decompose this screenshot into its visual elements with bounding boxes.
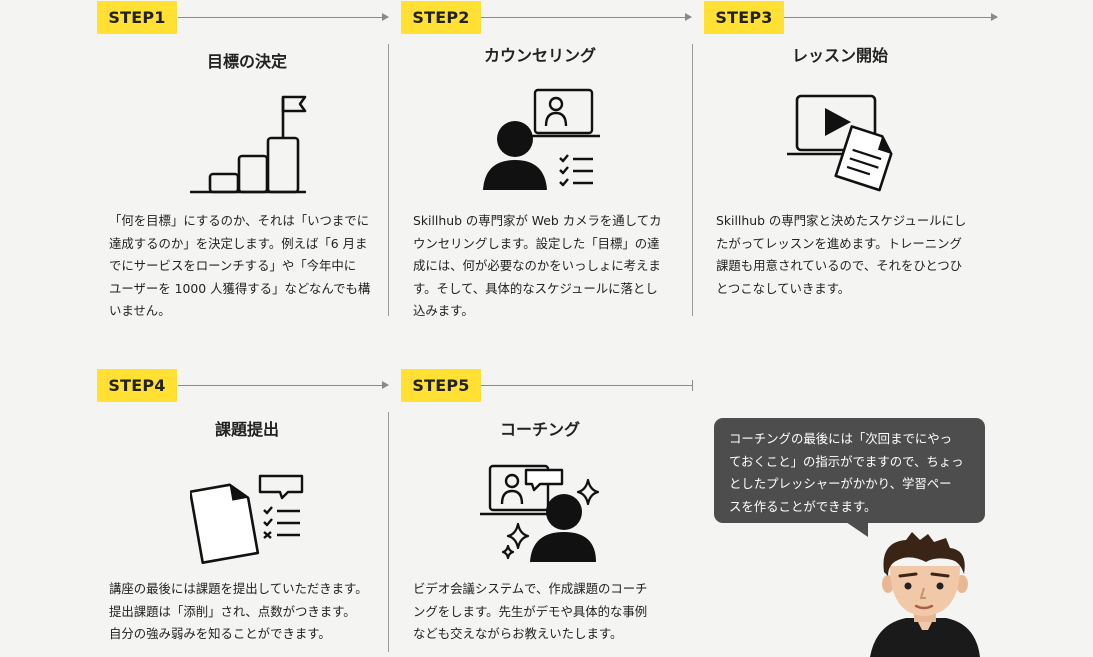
coach-speech-bubble: コーチングの最後には「次回までにやっ ておくこと」の指示がでますので、ちょっ と… — [714, 418, 985, 523]
step4-title: 課題提出 — [214, 420, 279, 439]
step5-arrow — [481, 380, 693, 391]
bubble-line: ておくこと」の指示がでますので、ちょっ — [729, 453, 964, 469]
step3-arrow — [784, 13, 998, 21]
video-lesson-document-icon — [787, 94, 893, 192]
desc-line: いません。 — [109, 303, 171, 319]
bubble-line: としたプレッシャーがかかり、学習ペー — [729, 476, 952, 492]
desc-line: 「何を目標」にするのか、それは「いつまでに — [109, 213, 370, 228]
step2-title: カウンセリング — [483, 46, 596, 65]
desc-line: Skillhub の専門家と決めたスケジュールにし — [716, 213, 967, 228]
step3-description: Skillhub の専門家と決めたスケジュールにし たがってレッスンを進めます。… — [716, 210, 984, 300]
desc-line: 成には、何が必要なのかをいっしょに考えま — [413, 258, 661, 274]
desc-line: たがってレッスンを進めます。トレーニング — [716, 235, 962, 251]
desc-line: ングをします。先生がデモや具体的な事例 — [413, 603, 648, 619]
step2-description: Skillhub の専門家が Web カメラを通してカ ウンセリングします。設定… — [413, 210, 681, 323]
step1-badge: STEP1 — [97, 1, 177, 34]
desc-line: 込みます。 — [413, 303, 474, 319]
desc-line: Skillhub の専門家が Web カメラを通してカ — [413, 213, 662, 228]
coach-character-icon — [870, 532, 980, 657]
desc-line: なども交えながらお教えいたします。 — [413, 626, 623, 642]
video-coaching-icon — [480, 464, 600, 562]
video-counseling-icon — [483, 88, 600, 190]
step5-description: ビデオ会議システムで、作成課題のコーチ ングをします。先生がデモや具体的な事例 … — [413, 578, 681, 646]
step4-badge: STEP4 — [97, 369, 177, 402]
bubble-line: コーチングの最後には「次回までにやっ — [729, 431, 953, 446]
bar-chart-flag-icon — [190, 95, 307, 194]
divider — [388, 44, 389, 316]
step1-description: 「何を目標」にするのか、それは「いつまでに 達成するのか」を決定します。例えば「… — [109, 210, 377, 323]
step3-title: レッスン開始 — [791, 46, 888, 65]
step4-arrow — [178, 381, 389, 389]
step4-description: 講座の最後には課題を提出していただきます。 提出課題は「添削」され、点数がつきま… — [109, 578, 377, 646]
desc-line: ビデオ会議システムで、作成課題のコーチ — [413, 581, 648, 596]
step1-arrow — [178, 13, 389, 21]
bubble-line: スを作ることができます。 — [729, 498, 877, 514]
step5-badge: STEP5 — [401, 369, 481, 402]
desc-line: 講座の最後には課題を提出していただきます。 — [109, 581, 368, 596]
step2-arrow — [481, 13, 692, 21]
bubble-tail — [846, 522, 868, 537]
desc-line: ユーザーを 1000 人獲得する」などなんでも構 — [109, 280, 371, 296]
step3-badge: STEP3 — [704, 1, 784, 34]
step1-title: 目標の決定 — [206, 52, 287, 71]
desc-line: 自分の強み弱みを知ることができます。 — [109, 626, 331, 642]
divider — [388, 412, 389, 652]
desc-line: す。そして、具体的なスケジュールに落とし — [413, 280, 658, 296]
desc-line: とつこなしていきます。 — [716, 280, 851, 296]
divider — [692, 44, 693, 316]
document-checklist-icon — [190, 474, 304, 564]
step2-badge: STEP2 — [401, 1, 481, 34]
desc-line: 達成するのか」を決定します。例えば「6 月ま — [109, 235, 368, 251]
desc-line: 課題も用意されているので、それをひとつひ — [716, 258, 963, 274]
step5-title: コーチング — [499, 420, 580, 439]
desc-line: ウンセリングします。設定した「目標」の達 — [413, 235, 660, 251]
desc-line: でにサービスをローンチする」や「今年中に — [109, 258, 357, 274]
desc-line: 提出課題は「添削」され、点数がつきます。 — [109, 603, 356, 619]
